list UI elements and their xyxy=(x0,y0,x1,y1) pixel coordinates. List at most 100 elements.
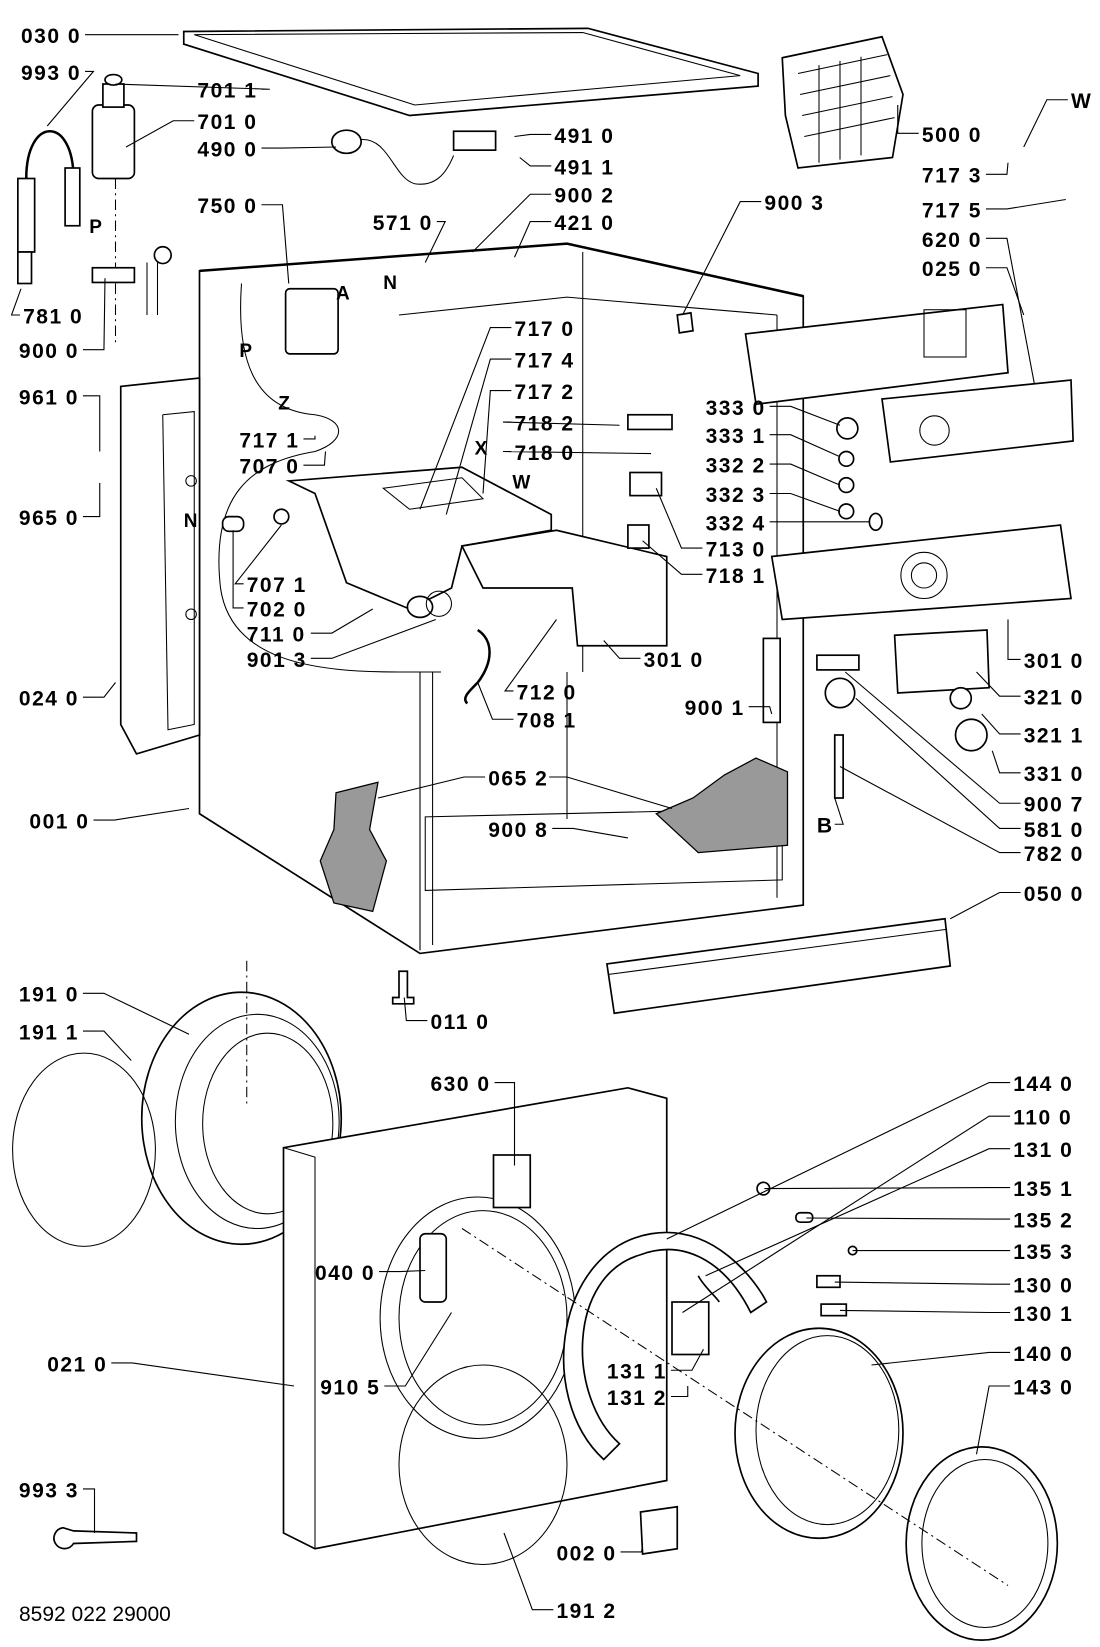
leader-line xyxy=(125,120,195,148)
door-outer-ring xyxy=(562,1231,768,1461)
leader-line xyxy=(603,640,641,659)
reference-marker: W xyxy=(512,472,530,493)
part-number-label: 135 3 xyxy=(1013,1241,1073,1264)
leader-line xyxy=(377,776,486,799)
leader-line xyxy=(445,358,512,515)
leader-line xyxy=(115,83,270,90)
part-number-label: 332 2 xyxy=(706,455,766,478)
part-number-label: 131 2 xyxy=(607,1387,667,1410)
part-number-label: 130 1 xyxy=(1013,1303,1073,1326)
part-number-label: 707 1 xyxy=(247,574,307,597)
door-handle-recess xyxy=(419,1232,448,1303)
top-lid xyxy=(182,27,759,117)
leader-line xyxy=(839,766,1021,854)
part-number-label: 321 0 xyxy=(1024,687,1084,710)
control-fascia xyxy=(770,524,1072,621)
leader-line xyxy=(769,405,841,426)
leader-line xyxy=(834,797,844,825)
wrench xyxy=(53,1526,138,1550)
leader-line xyxy=(10,288,22,316)
leader-line xyxy=(806,1217,1011,1220)
filter-cover xyxy=(639,1505,679,1555)
part-number-label: 021 0 xyxy=(47,1353,107,1376)
pressure-chamber xyxy=(284,287,339,355)
side-panel xyxy=(119,377,201,755)
part-number-label: 002 0 xyxy=(557,1542,617,1565)
part-number-label: 332 3 xyxy=(706,484,766,507)
leader-line xyxy=(871,1351,1011,1366)
door-glass xyxy=(734,1327,904,1540)
part-number-label: 900 0 xyxy=(19,340,79,363)
part-number-label: 143 0 xyxy=(1013,1376,1073,1399)
part-number-label: 050 0 xyxy=(1024,883,1084,906)
part-number-label: 001 0 xyxy=(29,810,89,833)
part-number-label: 717 2 xyxy=(515,381,575,404)
dispenser-housing xyxy=(285,466,553,610)
part-number-label: 491 0 xyxy=(554,125,614,148)
reference-marker: P xyxy=(89,217,102,238)
plug xyxy=(330,129,363,155)
leader-line xyxy=(424,221,447,263)
part-number-label: 130 0 xyxy=(1013,1275,1073,1298)
part-number-label: 701 0 xyxy=(197,111,257,134)
leader-line xyxy=(549,776,673,810)
part-number-label: 900 1 xyxy=(685,697,745,720)
leader-line xyxy=(261,204,290,284)
reference-marker: P xyxy=(239,341,252,362)
leader-line xyxy=(769,463,841,486)
part-number-label: 782 0 xyxy=(1024,843,1084,866)
part-number-label: 701 1 xyxy=(197,80,257,103)
dispenser-hose xyxy=(463,628,491,705)
part-number-label: 900 2 xyxy=(554,185,614,208)
leader-line xyxy=(981,713,1021,735)
part-number-label: 993 3 xyxy=(19,1479,79,1502)
document-number: 8592 022 29000 xyxy=(19,1603,171,1626)
part-number-label: 332 4 xyxy=(706,512,766,535)
part-number-label: 131 1 xyxy=(607,1361,667,1384)
part-number-label: 490 0 xyxy=(197,138,257,161)
part-number-label: 707 0 xyxy=(239,456,299,479)
part-number-label: 718 2 xyxy=(515,413,575,436)
part-number-label: 718 0 xyxy=(515,442,575,465)
part-number-label: 717 5 xyxy=(922,199,982,222)
leader-line xyxy=(234,524,282,585)
leader-line xyxy=(111,1362,295,1387)
leader-line xyxy=(82,278,106,351)
part-number-label: 011 0 xyxy=(431,1011,490,1034)
leader-line xyxy=(303,451,327,466)
part-number-label: 620 0 xyxy=(922,229,982,252)
leader-line xyxy=(232,530,244,609)
part-number-label: 708 1 xyxy=(517,710,577,733)
part-number-label: 718 1 xyxy=(706,565,766,588)
leader-line xyxy=(670,1386,689,1398)
door-inner-ring xyxy=(905,1446,1059,1641)
front-clamp-ring xyxy=(398,1364,568,1566)
part-number-label: 900 7 xyxy=(1024,794,1084,817)
control-board-frame xyxy=(881,379,1074,463)
leader-line xyxy=(1023,99,1068,148)
part-number-label: 191 2 xyxy=(557,1600,617,1623)
leader-line xyxy=(844,671,1021,804)
leader-line xyxy=(897,105,919,134)
leader-line xyxy=(310,618,436,659)
part-number-label: 900 8 xyxy=(488,819,548,842)
part-number-label: 702 0 xyxy=(247,598,307,621)
door-hinge xyxy=(671,1301,710,1356)
control-panel-insert xyxy=(893,629,990,694)
part-number-label: 333 1 xyxy=(706,425,766,448)
part-number-label: 571 0 xyxy=(373,212,433,235)
part-number-label: 140 0 xyxy=(1013,1343,1073,1366)
leader-line xyxy=(82,395,101,452)
leader-line xyxy=(975,1385,1011,1455)
leader-line xyxy=(834,1281,1011,1285)
part-number-label: 711 0 xyxy=(247,624,306,647)
reference-marker: N xyxy=(184,511,198,532)
part-number-label: W xyxy=(1071,90,1092,113)
part-number-label: 065 2 xyxy=(488,767,548,790)
part-number-label: 993 0 xyxy=(21,62,81,85)
part-number-label: 024 0 xyxy=(19,688,79,711)
part-number-label: 301 0 xyxy=(644,649,704,672)
part-number-label: 581 0 xyxy=(1024,819,1084,842)
